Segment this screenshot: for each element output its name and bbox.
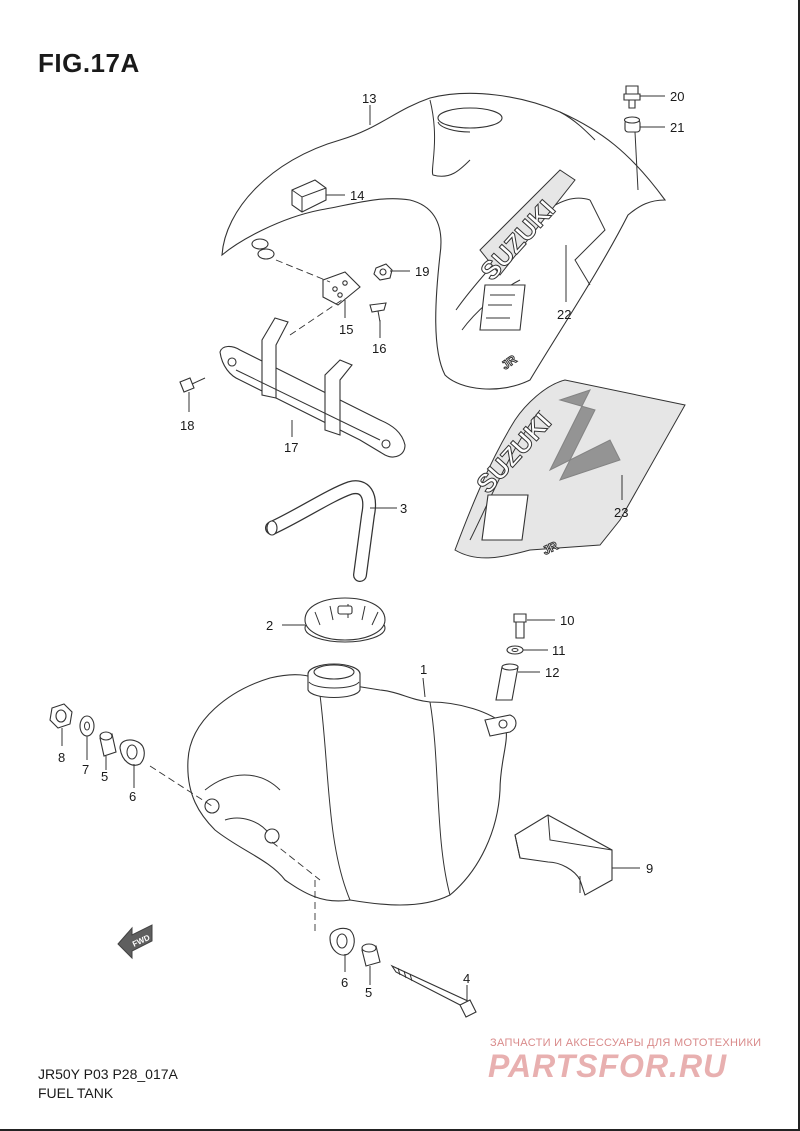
callout-17: 17 [284,440,298,455]
part-10-bolt[interactable] [513,613,527,639]
callout-15: 15 [339,322,353,337]
part-21-collar[interactable] [623,116,641,133]
part-13-tank-cover[interactable] [221,92,667,390]
callout-6-lower: 6 [341,975,348,990]
callout-22: 22 [557,307,571,322]
callout-10: 10 [560,613,574,628]
part-17-mount-frame[interactable] [219,317,406,458]
callout-8: 8 [58,750,65,765]
callout-2: 2 [266,618,273,633]
part-20-bolt[interactable] [623,85,641,109]
callout-4: 4 [463,971,470,986]
part-15-bracket-plate[interactable] [322,271,361,306]
part-7-washer[interactable] [79,715,95,737]
part-14-pad[interactable] [291,179,327,213]
fwd-arrow-icon: FWD [117,924,153,960]
part-8-nut[interactable] [49,703,73,729]
callout-20: 20 [670,89,684,104]
callout-1: 1 [420,662,427,677]
part-16-screw[interactable] [369,302,387,323]
watermark-tagline: ЗАПЧАСТИ И АКСЕССУАРЫ ДЛЯ МОТОТЕХНИКИ [490,1037,762,1049]
watermark-logo: PARTSFOR.RU [488,1048,728,1084]
callout-9: 9 [646,861,653,876]
callout-18: 18 [180,418,194,433]
callout-11: 11 [552,643,566,658]
part-12-spacer[interactable] [495,663,519,701]
part-11-washer[interactable] [506,645,524,655]
part-3-breather-hose[interactable] [265,480,376,582]
part-9-tank-cushion[interactable] [514,814,613,896]
callout-12: 12 [545,665,559,680]
decal23-model-text: JR [540,538,560,557]
callout-3: 3 [400,501,407,516]
callout-14: 14 [350,188,364,203]
callout-19: 19 [415,264,429,279]
callout-21: 21 [670,120,684,135]
part-1-fuel-tank[interactable] [187,663,517,906]
part-23-side-decal[interactable]: SUZUKI JR [454,379,686,559]
leader-lines [61,95,665,1002]
figure-code: JR50Y P03 P28_017A [38,1066,178,1082]
part-5-collar-upper[interactable] [99,731,117,757]
callout-7: 7 [82,762,89,777]
callout-16: 16 [372,341,386,356]
callout-5-lower: 5 [365,985,372,1000]
part-19-grommet[interactable] [373,263,393,281]
callout-5-upper: 5 [101,769,108,784]
part-6-cushion-upper[interactable] [119,739,145,766]
part-6-cushion-lower[interactable] [329,927,355,956]
part-cover-cushions[interactable] [251,238,275,260]
part-2-fuel-cap[interactable] [304,597,386,643]
part-18-bolt[interactable] [179,377,206,393]
callout-23: 23 [614,505,628,520]
part-5-collar-lower[interactable] [361,943,381,967]
callout-13: 13 [362,91,376,106]
figure-name: FUEL TANK [38,1085,114,1101]
callout-numbers: 1 2 3 4 5 5 6 6 7 8 9 10 11 12 13 14 15 … [58,89,684,1000]
callout-6-upper: 6 [129,789,136,804]
figure-title: FIG.17A [38,48,140,78]
